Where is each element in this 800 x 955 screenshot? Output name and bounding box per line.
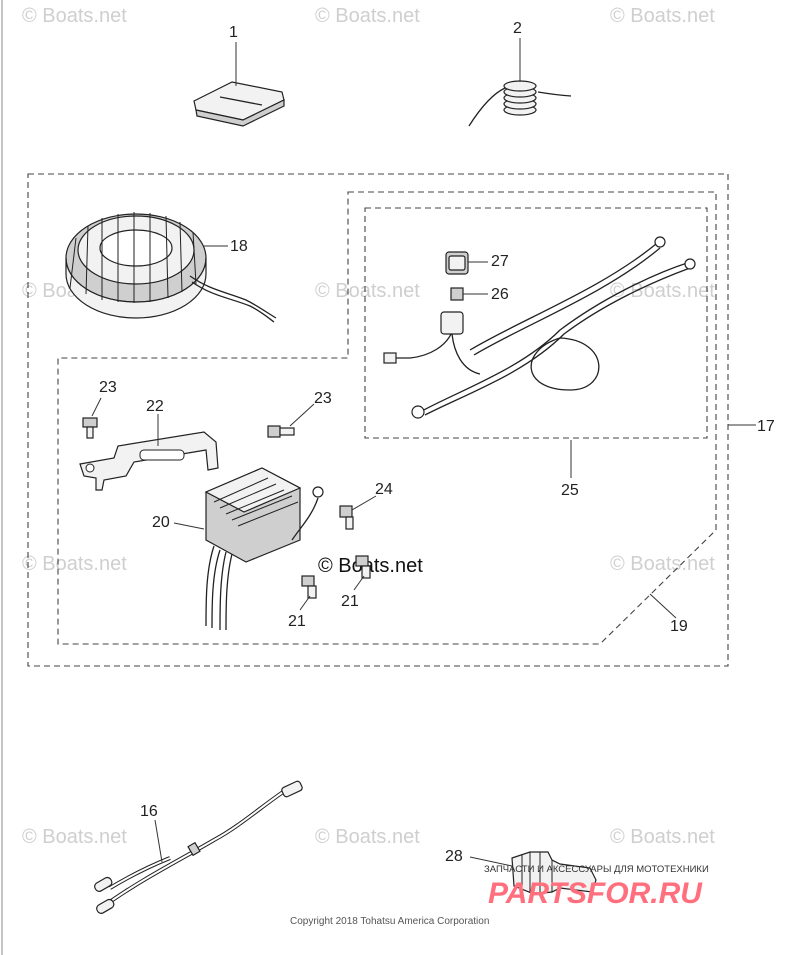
part-21-bolt-right[interactable]: [355, 555, 371, 579]
callout-27: 27: [491, 253, 509, 270]
callout-19: 19: [670, 618, 688, 635]
part-18-stator[interactable]: [65, 212, 277, 323]
part-22-bracket[interactable]: [79, 431, 219, 491]
callout-1: 1: [229, 24, 238, 41]
callout-23: 23: [314, 390, 332, 407]
group-25-boundary: [364, 207, 708, 439]
callout-18: 18: [230, 238, 248, 255]
callout-2: 2: [513, 20, 522, 37]
leader-line: [353, 575, 365, 591]
group-17-boundary: [27, 173, 729, 667]
part-2-spring[interactable]: [468, 80, 572, 127]
part-25-harness[interactable]: [383, 236, 696, 419]
group-19-boundary: [57, 191, 717, 645]
callout-21: 21: [288, 613, 306, 630]
leader-line: [649, 593, 677, 619]
callout-25: 25: [561, 482, 579, 499]
leader-line: [173, 522, 205, 530]
part-16-wire-lead[interactable]: [93, 780, 303, 915]
brand-tagline: ЗАПЧАСТИ И АКСЕССУАРЫ ДЛЯ МОТОТЕХНИКИ: [484, 864, 709, 875]
watermark-text: © Boats.net: [315, 826, 420, 848]
part-28-fitting[interactable]: [511, 851, 597, 895]
watermark-text: © Boats.net: [610, 826, 715, 848]
watermark-text: © Boats.net: [315, 5, 420, 27]
part-23-bolt-left[interactable]: [82, 417, 98, 439]
part-23-bolt-right[interactable]: [267, 425, 295, 438]
leader-line: [289, 403, 315, 427]
watermark-text: © Boats.net: [315, 280, 420, 302]
callout-22: 22: [146, 398, 164, 415]
watermark-grid: © Boats.net © Boats.net © Boats.net © Bo…: [22, 5, 715, 848]
callout-20: 20: [152, 514, 170, 531]
part-26-cap[interactable]: [450, 287, 464, 301]
watermark-center: © Boats.net: [318, 555, 423, 577]
watermark-text: © Boats.net: [610, 5, 715, 27]
leader-line: [469, 856, 513, 867]
callout-28: 28: [445, 848, 463, 865]
callout-21: 21: [341, 593, 359, 610]
callout-16: 16: [140, 803, 158, 820]
brand-logo: PARTSFOR.RU: [488, 877, 703, 910]
part-21-bolt-left[interactable]: [301, 575, 317, 599]
callout-17: 17: [757, 418, 775, 435]
watermark-text: © Boats.net: [610, 553, 715, 575]
part-20-regulator[interactable]: [204, 467, 324, 631]
watermark-text: © Boats.net: [22, 553, 127, 575]
callout-23: 23: [99, 379, 117, 396]
leader-line: [299, 595, 311, 611]
watermark-text: © Boats.net: [22, 5, 127, 27]
leader-line: [351, 495, 377, 511]
part-27-relay[interactable]: [445, 251, 469, 275]
callout-24: 24: [375, 481, 393, 498]
leader-line: [91, 397, 102, 417]
part-1-pouch[interactable]: [193, 81, 285, 127]
part-24-bolt[interactable]: [339, 505, 354, 530]
leader-line: [154, 819, 163, 863]
callout-26: 26: [491, 286, 509, 303]
copyright-notice: Copyright 2018 Tohatsu America Corporati…: [290, 916, 489, 927]
watermark-text: © Boats.net: [610, 280, 715, 302]
watermark-text: © Boats.net: [22, 826, 127, 848]
